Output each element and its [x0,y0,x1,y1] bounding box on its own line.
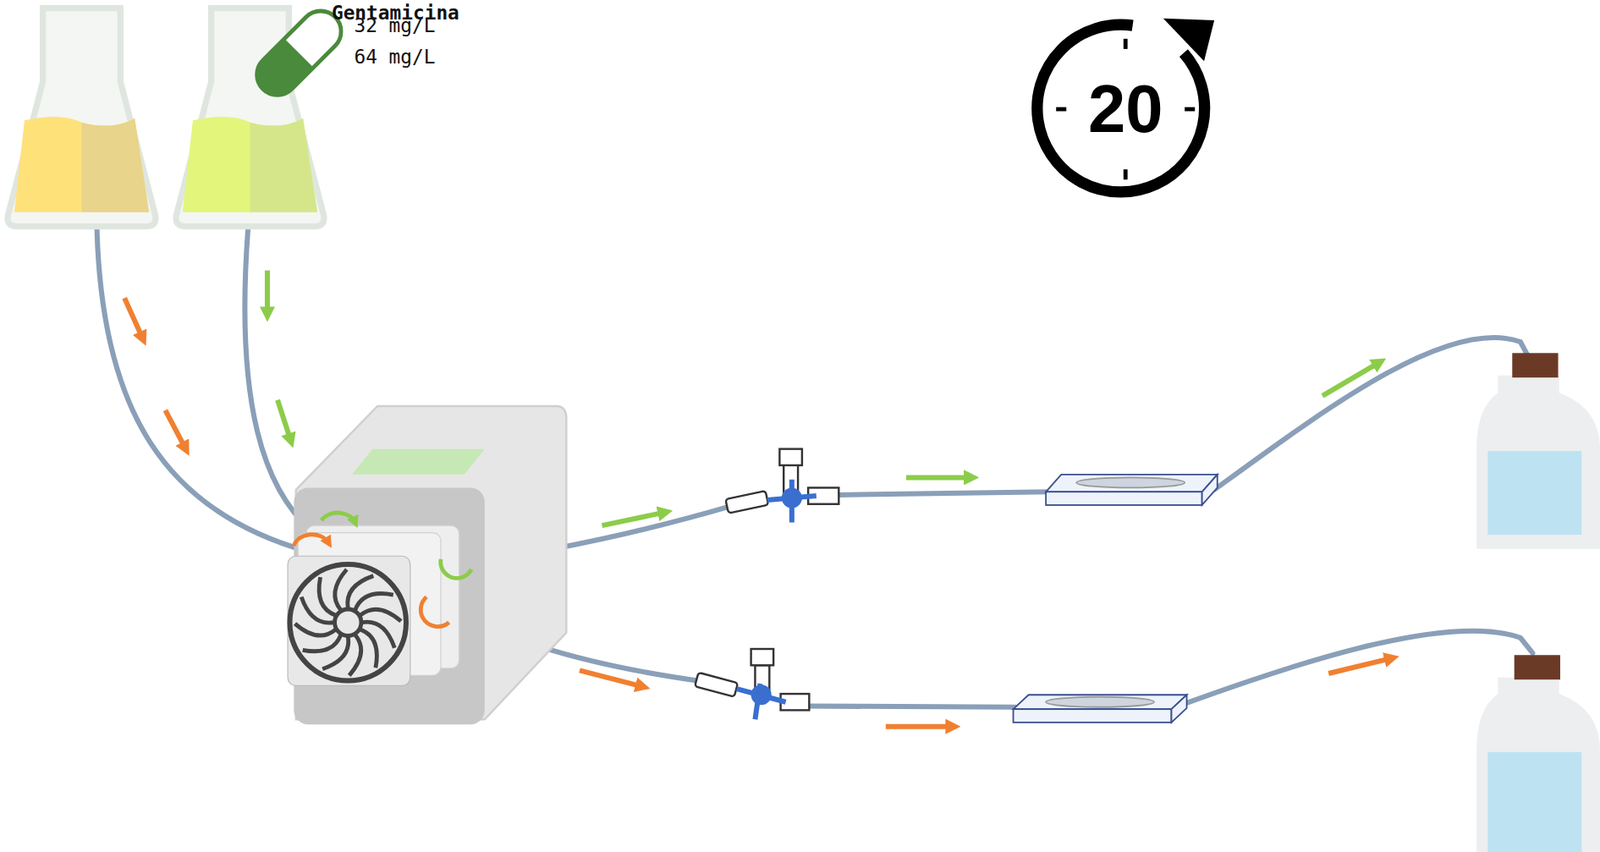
concentration-label: 32 mg/L [353,14,435,37]
flow-cell [1013,474,1218,723]
stopcock [694,449,839,721]
timer-minutes: 20 [1088,70,1164,149]
concentration-label: 64 mg/L [353,45,435,68]
peristaltic-pump [287,406,567,725]
flask [7,8,325,227]
timer-face: 20 [1059,55,1193,162]
bottle [1476,352,1600,852]
timer [1037,18,1215,193]
